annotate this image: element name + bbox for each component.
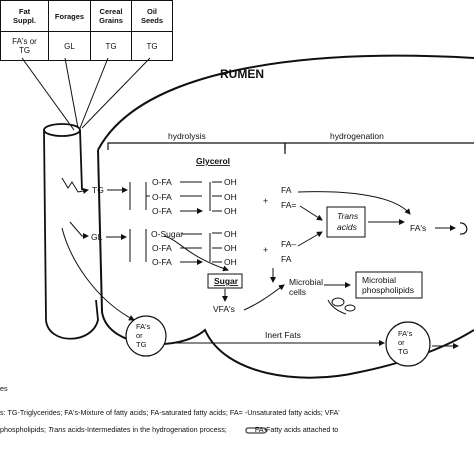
cell-forages: GL (48, 31, 91, 61)
tg-oh-3: OH (224, 206, 237, 216)
microbial-cells-line: Microbial (289, 277, 323, 287)
cell-oil-seeds: TG (131, 31, 173, 61)
sugar-box (207, 273, 243, 289)
fas-or-tg-left-line-2: TG (136, 340, 147, 349)
footnote-line-2: phospholipids; Trans acids-Intermediates… (0, 425, 338, 434)
fa-direct-hydrogenation-arrow (297, 191, 411, 215)
fa2-to-trans-arrow (297, 231, 323, 247)
glycerol-label: Glycerol (196, 156, 230, 166)
inert-fats-label: Inert Fats (265, 330, 301, 340)
cell-fat-suppl: FA's or TG (0, 31, 49, 61)
tg-label: TG (92, 185, 104, 195)
footnote-line-2-mid: acids-Intermediates in the hydrogenation… (65, 425, 227, 434)
fa-saturated-2: FA (281, 254, 292, 264)
tg-hydrolysis-arrows (180, 181, 202, 211)
header-oil-seeds-label: Oil Seeds (140, 7, 164, 25)
legend-attached-fa-symbol (245, 427, 267, 434)
footnote-line-2-italic: Trans (47, 425, 66, 434)
tg-oh-1: OH (224, 177, 237, 187)
tg-ofa-1: O-FA (152, 177, 172, 187)
tg-oh-2: OH (224, 192, 237, 202)
cell-cereal-grains-value: TG (105, 41, 117, 51)
feed-source-table: Fat Suppl. Forages Cereal Grains Oil See… (0, 0, 173, 61)
gl-ofa-1: O-FA (152, 243, 172, 253)
fa-to-trans-arrow (299, 205, 323, 221)
fas-or-tg-right-line-1: or (398, 338, 405, 347)
microbe-drawing (327, 297, 356, 315)
trans-acids-line-1: acids (337, 222, 358, 232)
footnote-line-0: es (0, 384, 8, 393)
fas-or-tg-right-line: FA's (398, 329, 413, 338)
hydrogenation-label: hydrogenation (330, 131, 384, 141)
gl-ofa-2: O-FA (152, 257, 172, 267)
fa-unsaturated-2: FA– (281, 239, 296, 249)
gl-oh-1: OH (224, 229, 237, 239)
header-fat-suppl-label: Fat Suppl. (13, 7, 36, 25)
microbial-phospholipids-line: Microbial (362, 275, 396, 285)
gl-oh-3: OH (224, 257, 237, 267)
fas-or-tg-circle-left (125, 315, 167, 357)
rumen-title: RUMEN (220, 67, 264, 81)
fa-saturated-1: FA (281, 185, 292, 195)
fas-product-label: FA's (410, 223, 426, 233)
gl-oh-2: OH (224, 243, 237, 253)
fas-or-tg-right-line-2: TG (398, 347, 409, 356)
vfa-to-cells-arrow (243, 284, 285, 311)
header-cereal-grains-label: Cereal Grains (99, 7, 123, 25)
gl-oh-bonds (212, 232, 222, 263)
header-forages-label: Forages (54, 11, 85, 21)
trans-acids-line: Trans (337, 211, 359, 221)
gl-hydrolysis-arrows (180, 233, 202, 262)
gl-label: GL (91, 232, 103, 242)
microbial-cells-line-1: cells (289, 287, 306, 297)
table-body-row: FA's or TG GL TG TG (0, 31, 173, 61)
hydrolysis-label: hydrolysis (168, 131, 206, 141)
vfa-label: VFA's (213, 304, 235, 314)
microbial-phospholipids-box (355, 271, 423, 299)
esophagus-tube (43, 123, 99, 340)
sugar-label: Sugar (214, 276, 239, 286)
header-oil-seeds: Oil Seeds (131, 0, 173, 32)
tg-oh-bonds (212, 181, 222, 212)
gl-osugar: O-Sugar (151, 229, 183, 239)
footnote-line-1: s: TG-Triglycerides; FA's-Mixture of fat… (0, 408, 340, 417)
fas-or-tg-left-line: FA's (136, 322, 151, 331)
trans-acids-box (326, 206, 366, 238)
microbial-phospholipids-line-1: phospholipids (362, 285, 414, 295)
plus-1: + (263, 196, 268, 206)
process-brackets (107, 142, 474, 154)
sugar-release-arrow (163, 235, 229, 272)
inert-inflow-arrow (61, 227, 135, 321)
tg-ofa-2: O-FA (152, 192, 172, 202)
fa-unsaturated-1: FA= (281, 200, 296, 210)
cell-oil-seeds-value: TG (146, 41, 158, 51)
gl-inflow-arrow (69, 221, 89, 239)
header-fat-suppl: Fat Suppl. (0, 0, 49, 32)
feed-lines (21, 57, 151, 131)
tg-chain (145, 182, 150, 210)
fas-or-tg-left-line-1: or (136, 331, 143, 340)
footnote-line-2-pre: phospholipids; (0, 425, 48, 434)
tg-inflow-arrow (61, 177, 89, 194)
tg-ofa-3: O-FA (152, 206, 172, 216)
plus-2: + (263, 245, 268, 255)
fas-or-tg-circle-right (385, 321, 431, 367)
attached-fa-symbol (459, 222, 468, 235)
footnote-line-2-post: FA-Fatty acids attached to (254, 425, 339, 434)
cell-forages-value: GL (64, 41, 75, 51)
table-header-row: Fat Suppl. Forages Cereal Grains Oil See… (0, 0, 173, 32)
cell-fat-suppl-value: FA's or TG (12, 37, 37, 55)
